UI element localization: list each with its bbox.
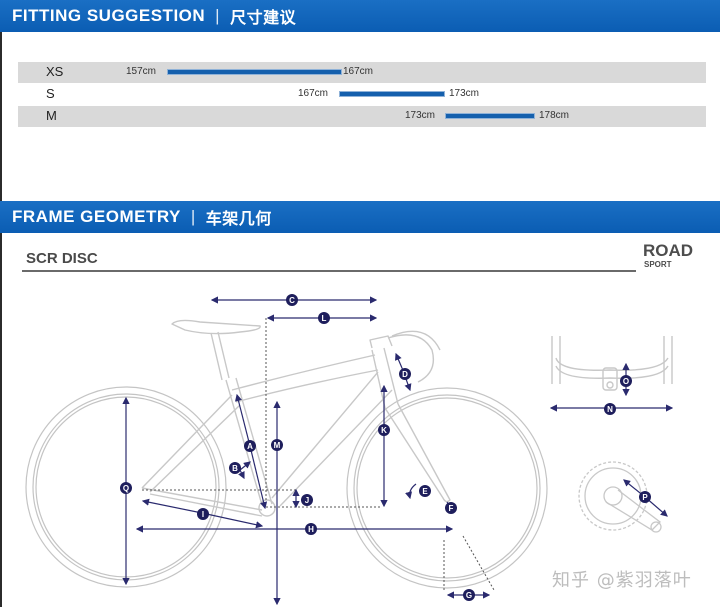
svg-text:H: H <box>308 525 314 534</box>
fitting-title-cn: 尺寸建议 <box>230 8 297 27</box>
subcategory-sport: SPORT <box>644 260 672 269</box>
label-m-badge: M <box>271 439 283 451</box>
label-c-badge: C <box>286 294 298 306</box>
label-l-badge: L <box>318 312 330 324</box>
svg-text:M: M <box>274 441 281 450</box>
svg-text:C: C <box>289 296 295 305</box>
height-from: 157cm <box>126 66 157 77</box>
header-separator: | <box>215 6 221 25</box>
svg-text:Q: Q <box>123 484 129 493</box>
height-from: 173cm <box>405 110 436 121</box>
size-label: M <box>46 108 57 123</box>
svg-text:A: A <box>247 442 253 451</box>
height-range-bar <box>445 113 535 119</box>
svg-text:F: F <box>449 504 454 513</box>
svg-text:P: P <box>642 493 648 502</box>
label-b-badge: B <box>229 462 241 474</box>
label-j-badge: J <box>301 494 313 506</box>
header-separator: | <box>190 207 196 226</box>
fit-row-s: S 167cm 173cm <box>18 84 706 105</box>
height-to: 173cm <box>449 88 480 99</box>
label-g-badge: G <box>463 589 475 601</box>
svg-text:O: O <box>623 377 629 386</box>
dimension-lines <box>122 296 674 606</box>
watermark: 知乎 @紫羽落叶 <box>552 570 692 591</box>
label-i-badge: I <box>197 508 209 520</box>
height-to: 178cm <box>539 110 570 121</box>
fit-row-m: M 173cm 178cm <box>18 106 706 127</box>
fit-row-xs: XS 157cm 167cm <box>18 62 706 83</box>
label-k-badge: K <box>378 424 390 436</box>
frame-geometry-header: FRAME GEOMETRY | 车架几何 <box>0 201 720 233</box>
size-label: XS <box>46 64 64 79</box>
geometry-title-en: FRAME GEOMETRY <box>12 207 181 226</box>
svg-text:I: I <box>202 510 204 519</box>
fitting-suggestion-header: FITTING SUGGESTION | 尺寸建议 <box>0 0 720 32</box>
bike-frame <box>141 319 451 517</box>
model-name: SCR DISC <box>26 250 98 267</box>
bike-geometry-diagram: C L D A M K B Q E J F I H G O N P <box>25 294 674 606</box>
label-o-badge: O <box>620 375 632 387</box>
svg-text:L: L <box>322 314 327 323</box>
label-h-badge: H <box>305 523 317 535</box>
label-q-badge: Q <box>120 482 132 494</box>
model-underline <box>22 270 636 272</box>
size-label: S <box>46 86 55 101</box>
label-a-badge: A <box>244 440 256 452</box>
geometry-title-cn: 车架几何 <box>205 209 272 228</box>
label-f-badge: F <box>445 502 457 514</box>
category-road: ROAD <box>643 241 694 260</box>
label-p-badge: P <box>639 491 651 503</box>
svg-text:B: B <box>232 464 238 473</box>
front-wheel <box>346 387 548 589</box>
svg-text:N: N <box>607 405 613 414</box>
height-range-bar <box>339 91 445 97</box>
svg-text:E: E <box>422 487 428 496</box>
svg-text:K: K <box>381 426 387 435</box>
fitting-title-en: FITTING SUGGESTION <box>12 6 206 25</box>
angle-e-arrow <box>405 483 417 500</box>
dimension-labels: C L D A M K B Q E J F I H G O N P <box>120 294 651 601</box>
svg-text:J: J <box>305 496 309 505</box>
label-d-badge: D <box>399 368 411 380</box>
handlebar-front-view <box>551 336 673 391</box>
label-n-badge: N <box>604 403 616 415</box>
svg-text:G: G <box>466 591 472 600</box>
height-range-bar <box>167 69 342 75</box>
label-e-badge: E <box>419 485 431 497</box>
svg-text:D: D <box>402 370 408 379</box>
page-left-border <box>0 0 2 607</box>
height-from: 167cm <box>298 88 329 99</box>
reference-lines <box>142 318 495 591</box>
height-to: 167cm <box>343 66 374 77</box>
